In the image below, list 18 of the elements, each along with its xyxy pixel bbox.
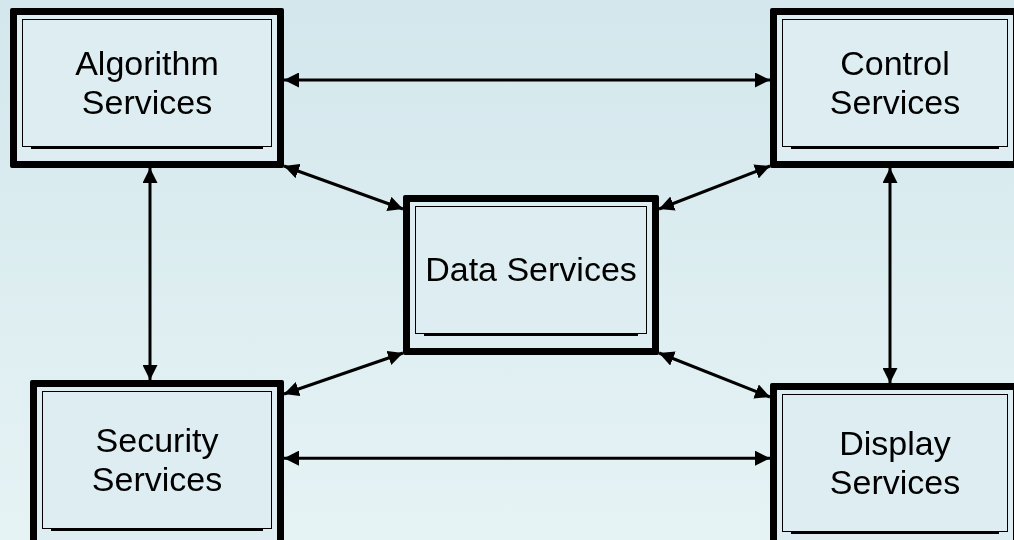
box-label: Display Services bbox=[828, 423, 962, 503]
double-arrow bbox=[882, 168, 898, 383]
double-arrow bbox=[283, 164, 404, 211]
service-box bbox=[30, 380, 284, 540]
double-arrow bbox=[142, 168, 158, 380]
service-box bbox=[403, 195, 659, 355]
box-label: Data Services bbox=[425, 250, 637, 290]
double-arrow bbox=[658, 351, 771, 399]
double-arrow bbox=[284, 72, 770, 88]
service-box bbox=[770, 383, 1014, 540]
double-arrow bbox=[283, 350, 404, 397]
box-label: Algorithm Services bbox=[74, 43, 220, 123]
double-arrow bbox=[658, 164, 771, 211]
box-label: Control Services bbox=[828, 43, 962, 123]
box-label: Security Services bbox=[90, 420, 224, 500]
service-box bbox=[10, 8, 284, 168]
double-arrow bbox=[284, 450, 770, 466]
service-box bbox=[770, 8, 1014, 168]
